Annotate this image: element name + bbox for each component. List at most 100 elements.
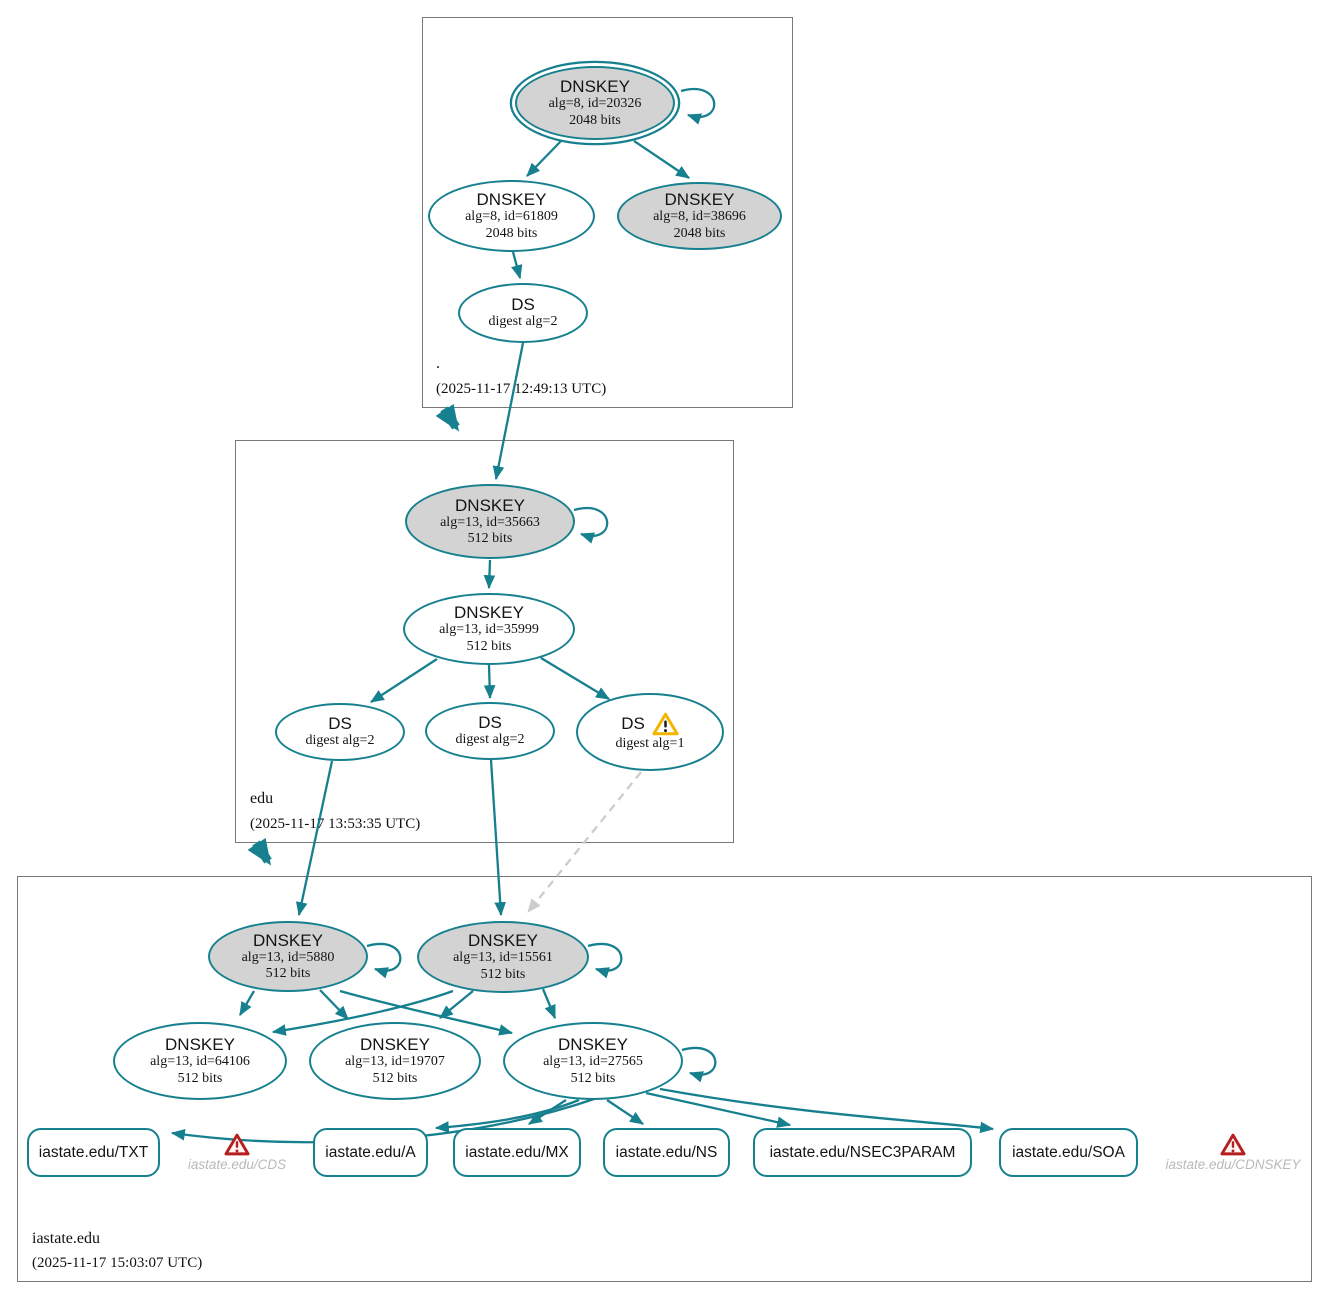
dnskey-5880-node[interactable]: DNSKEY alg=13, id=5880 512 bits xyxy=(208,921,368,992)
zone-timestamp-edu: (2025-11-17 13:53:35 UTC) xyxy=(250,816,421,832)
missing-rrset-label: iastate.edu/CDNSKEY xyxy=(1165,1157,1301,1172)
node-bits: 512 bits xyxy=(177,1070,223,1086)
edge-zone-root-to-edu xyxy=(435,403,460,432)
node-bits: 2048 bits xyxy=(569,112,621,128)
node-type-label: DS xyxy=(328,714,352,734)
node-bits: 2048 bits xyxy=(485,225,538,241)
dnskey-38696-node[interactable]: DNSKEY alg=8, id=38696 2048 bits xyxy=(617,182,782,250)
edge-key27565-to-mx xyxy=(528,1099,567,1125)
rrset-label: iastate.edu/TXT xyxy=(38,1143,149,1161)
node-type-label: DNSKEY xyxy=(455,495,525,515)
dnskey-35999-node[interactable]: DNSKEY alg=13, id=35999 512 bits xyxy=(403,593,575,665)
edge-key27565-to-soa xyxy=(659,1087,995,1134)
node-bits: 512 bits xyxy=(467,531,513,546)
rrset-label: iastate.edu/A xyxy=(325,1143,416,1161)
rrset-label: iastate.edu/NS xyxy=(615,1143,718,1161)
zone-label-iastate: iastate.edu xyxy=(32,1230,100,1247)
edu-ds1-node[interactable]: DS digest alg=2 xyxy=(275,703,405,761)
node-digest: digest alg=2 xyxy=(305,733,375,749)
node-type-label: DS xyxy=(621,714,645,734)
edge-edu-ds3-to-ksk15561-insecure xyxy=(527,771,642,913)
node-type-label: DNSKEY xyxy=(253,930,323,950)
node-alg-id: alg=13, id=35999 xyxy=(439,622,539,637)
node-bits: 512 bits xyxy=(466,638,512,654)
rrset-soa[interactable]: iastate.edu/SOA xyxy=(999,1128,1138,1177)
edu-ds3-node[interactable]: DS digest alg=1 xyxy=(576,693,724,771)
node-type-label: DNSKEY xyxy=(468,931,538,950)
edge-edu-ds2-to-ksk15561 xyxy=(489,759,506,917)
edge-root-ksk-selfloop xyxy=(680,88,716,125)
edge-key27565-to-nsec3param xyxy=(645,1091,792,1128)
node-alg-id: alg=8, id=20326 xyxy=(548,96,642,111)
edge-edu-ksk-to-zsk xyxy=(483,559,496,590)
node-digest: digest alg=2 xyxy=(455,732,525,748)
rrset-ns[interactable]: iastate.edu/NS xyxy=(603,1128,730,1177)
edge-ksk15561-to-key19707 xyxy=(439,990,474,1019)
zone-timestamp-root: (2025-11-17 12:49:13 UTC) xyxy=(436,381,607,397)
node-alg-id: alg=8, id=61809 xyxy=(465,209,558,224)
rrset-label: iastate.edu/NSEC3PARAM xyxy=(769,1143,956,1161)
rrset-mx[interactable]: iastate.edu/MX xyxy=(453,1128,581,1177)
rrset-label: iastate.edu/SOA xyxy=(1012,1143,1125,1161)
edu-ds2-node[interactable]: DS digest alg=2 xyxy=(425,702,555,760)
edge-zone-edu-to-iastate xyxy=(247,837,272,866)
dnskey-27565-node[interactable]: DNSKEY alg=13, id=27565 512 bits xyxy=(503,1022,683,1100)
node-bits: 512 bits xyxy=(570,1070,616,1086)
rrset-nsec3param[interactable]: iastate.edu/NSEC3PARAM xyxy=(753,1128,972,1177)
node-type-label: DNSKEY xyxy=(476,190,547,209)
edge-ksk5880-to-key64106 xyxy=(239,990,255,1017)
node-alg-id: alg=8, id=38696 xyxy=(653,209,746,224)
dnskey-19707-node[interactable]: DNSKEY alg=13, id=19707 512 bits xyxy=(309,1022,481,1100)
node-type-label: DNSKEY xyxy=(165,1035,235,1054)
root-ds-node[interactable]: DS digest alg=2 xyxy=(458,283,588,343)
edge-root-ksk-to-key38696 xyxy=(633,140,690,179)
zone-label-root: . xyxy=(436,355,440,372)
rrset-a[interactable]: iastate.edu/A xyxy=(313,1128,428,1177)
node-bits: 512 bits xyxy=(265,966,311,981)
edge-edu-zsk-to-ds1 xyxy=(370,658,438,703)
node-alg-id: alg=13, id=64106 xyxy=(150,1054,250,1069)
dnskey-15561-node[interactable]: DNSKEY alg=13, id=15561 512 bits xyxy=(417,921,589,993)
node-type-label: DNSKEY xyxy=(558,1035,628,1054)
edge-edu-ksk-selfloop xyxy=(573,507,609,544)
dnskey-35663-node[interactable]: DNSKEY alg=13, id=35663 512 bits xyxy=(405,484,575,559)
edge-key27565-to-ns xyxy=(606,1099,644,1125)
edge-zsk61809-to-ds xyxy=(511,251,523,280)
node-digest: digest alg=1 xyxy=(615,735,685,751)
edge-ksk15561-selfloop xyxy=(587,942,623,979)
error-icon xyxy=(1220,1133,1246,1156)
node-alg-id: alg=13, id=19707 xyxy=(345,1054,445,1069)
edge-root-ds-to-edu-ksk xyxy=(492,342,525,481)
node-type-label: DNSKEY xyxy=(560,77,630,96)
dnskey-61809-node[interactable]: DNSKEY alg=8, id=61809 2048 bits xyxy=(428,180,595,252)
edge-ksk5880-selfloop xyxy=(366,942,402,979)
edge-ksk5880-to-key27565 xyxy=(339,989,514,1036)
edge-key27565-to-a xyxy=(434,1098,580,1133)
zone-timestamp-iastate: (2025-11-17 15:03:07 UTC) xyxy=(32,1255,203,1271)
node-digest: digest alg=2 xyxy=(488,314,558,330)
node-alg-id: alg=13, id=35663 xyxy=(440,514,540,530)
node-type-label: DS xyxy=(511,295,535,315)
node-alg-id: alg=13, id=27565 xyxy=(543,1054,643,1069)
edge-ksk15561-to-key64106 xyxy=(271,989,454,1036)
edge-edu-ds1-to-ksk5880 xyxy=(295,760,334,917)
edge-root-ksk-to-zsk61809 xyxy=(526,140,562,177)
edge-ksk15561-to-key27565 xyxy=(541,988,557,1020)
node-bits: 512 bits xyxy=(372,1070,418,1086)
node-type-label: DS xyxy=(478,713,502,733)
zone-label-edu: edu xyxy=(250,790,274,807)
edge-ksk5880-to-key19707 xyxy=(319,989,349,1020)
rrset-cds-missing[interactable]: iastate.edu/CDS xyxy=(187,1133,287,1172)
error-icon xyxy=(224,1133,250,1156)
edge-key27565-selfloop xyxy=(681,1046,717,1083)
node-type-label: DNSKEY xyxy=(360,1035,430,1054)
dnskey-64106-node[interactable]: DNSKEY alg=13, id=64106 512 bits xyxy=(113,1022,287,1100)
rrset-txt[interactable]: iastate.edu/TXT xyxy=(27,1128,160,1177)
dnskey-20326-node[interactable]: DNSKEY alg=8, id=20326 2048 bits xyxy=(515,66,675,140)
rrset-label: iastate.edu/MX xyxy=(465,1143,569,1161)
node-type-label: DNSKEY xyxy=(664,190,735,209)
missing-rrset-label: iastate.edu/CDS xyxy=(187,1157,287,1172)
warning-icon xyxy=(652,712,679,736)
rrset-cdnskey-missing[interactable]: iastate.edu/CDNSKEY xyxy=(1163,1133,1303,1172)
